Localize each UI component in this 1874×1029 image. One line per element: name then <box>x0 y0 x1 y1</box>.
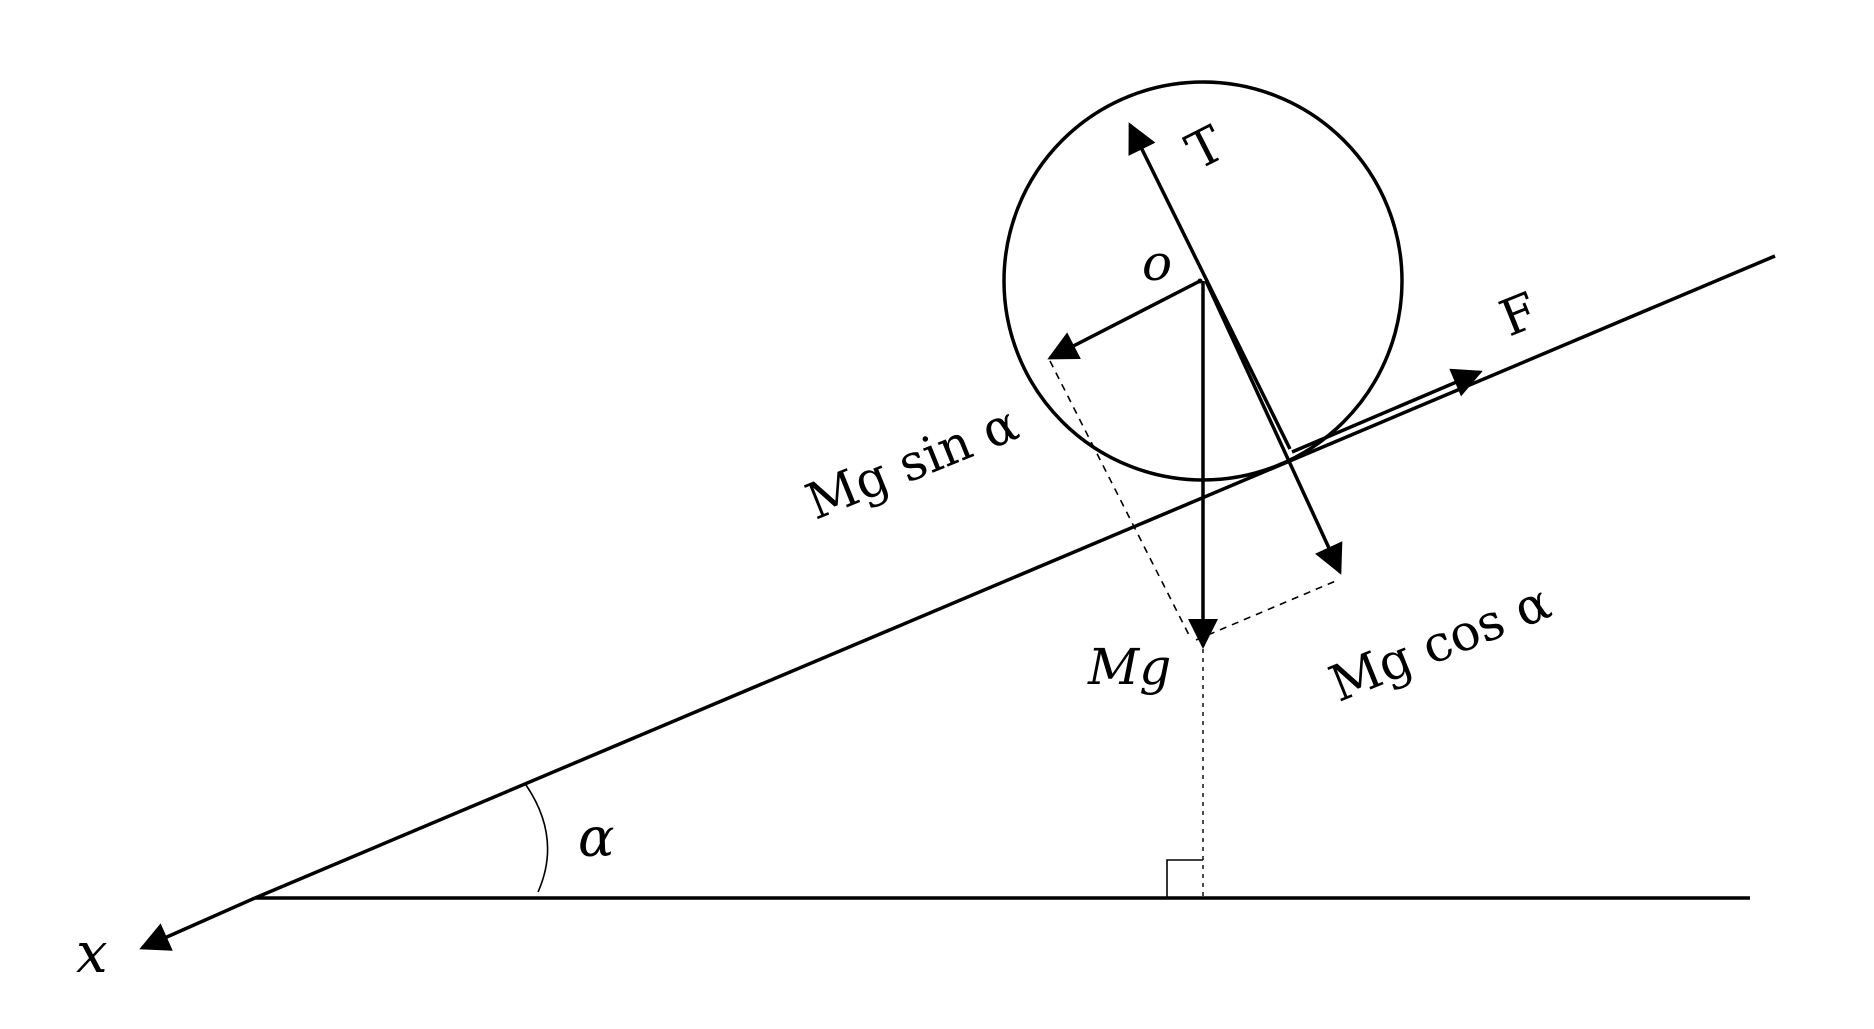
weight-parallel-arrow <box>1047 279 1201 360</box>
center-label: o <box>1142 234 1172 292</box>
friction-label: F <box>1492 281 1546 348</box>
weight-parallel-label: Mg sin α <box>798 394 1026 531</box>
weight-label: Mg <box>1087 638 1171 696</box>
x-axis-arrow <box>139 896 256 951</box>
tension-label: T <box>1177 115 1233 182</box>
tension-arrow <box>1128 122 1292 450</box>
incline-line <box>254 254 1776 900</box>
weight-perpendicular-arrow <box>1204 280 1343 575</box>
weight-perpendicular-label: Mg cos α <box>1321 572 1558 713</box>
angle-arc <box>525 784 549 893</box>
right-angle-marker <box>1166 859 1203 898</box>
axis-label: x <box>76 921 108 986</box>
friction-arrow <box>1291 368 1483 454</box>
dashed-parallel-left <box>1049 360 1191 638</box>
angle-label: α <box>578 806 614 869</box>
dashed-parallel-bottom <box>1195 579 1339 641</box>
